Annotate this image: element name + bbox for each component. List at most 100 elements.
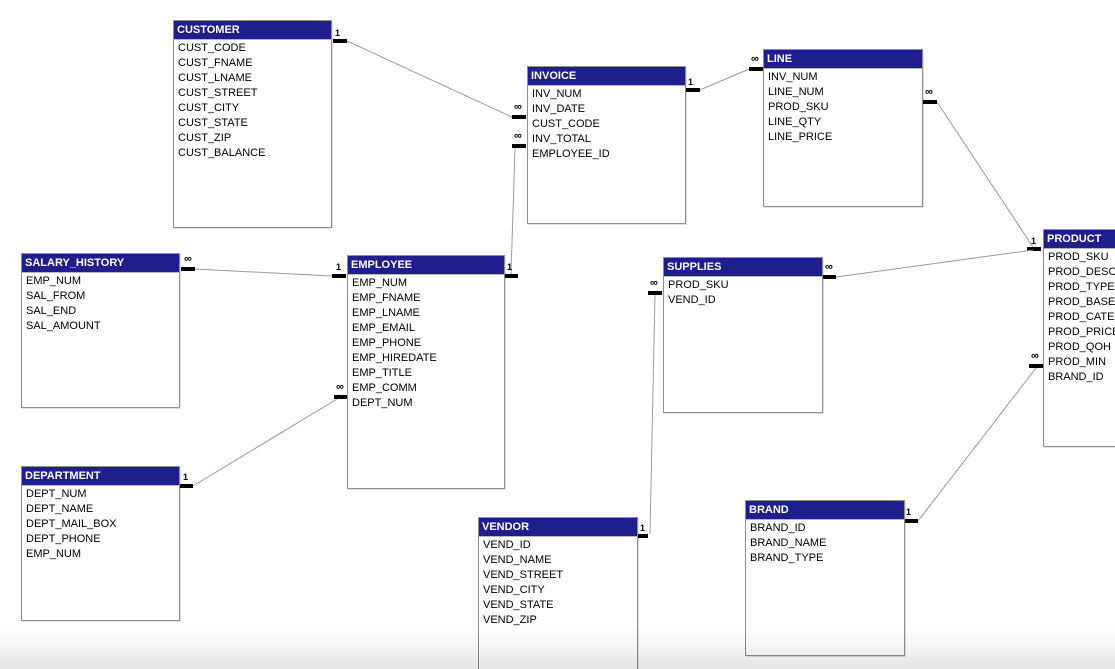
cardinality-tick (1029, 364, 1043, 368)
table-department-header[interactable]: DEPARTMENT (22, 467, 179, 486)
table-field[interactable]: INV_TOTAL (532, 133, 591, 145)
table-field[interactable]: PROD_CATEGORY (1048, 311, 1115, 323)
table-product-fields: PROD_SKU PROD_DESCRIPT PROD_TYPE PROD_BASE P… (1044, 249, 1115, 385)
table-field[interactable]: PROD_MIN (1048, 356, 1107, 368)
table-invoice[interactable]: INVOICE INV_NUM INV_DATE CUST_CODE INV_TOTA… (527, 66, 686, 224)
relationship-line-line-product[interactable] (936, 101, 1034, 248)
table-invoice-fields: INV_NUM INV_DATE CUST_CODE INV_TOTAL EMPLOYE… (528, 86, 685, 162)
table-field[interactable]: BRAND_TYPE (750, 552, 824, 564)
table-field[interactable]: PROD_TYPE (1048, 281, 1115, 293)
table-field[interactable]: SAL_FROM (26, 290, 86, 302)
cardinality-label: ∞ (925, 86, 933, 98)
cardinality-tick (904, 519, 918, 523)
table-field[interactable]: DEPT_MAIL_BOX (26, 518, 117, 530)
table-field[interactable]: PROD_DESCRIPT (1048, 266, 1115, 278)
table-field[interactable]: INV_NUM (768, 71, 818, 83)
table-field[interactable]: CUST_CODE (178, 42, 246, 54)
table-field[interactable]: CUST_ZIP (178, 132, 232, 144)
table-field[interactable]: CUST_STATE (178, 117, 248, 129)
table-field[interactable]: SAL_AMOUNT (26, 320, 101, 332)
table-field[interactable]: PROD_SKU (768, 101, 829, 113)
table-field[interactable]: DEPT_NAME (26, 503, 94, 515)
table-field[interactable]: LINE_NUM (768, 86, 824, 98)
table-brand-header[interactable]: BRAND (746, 501, 904, 520)
table-field[interactable]: LINE_QTY (768, 116, 822, 128)
table-product[interactable]: PRODUCT PROD_SKUPROD_DESCRIPTPROD_TYPEPR… (1043, 229, 1115, 447)
relationship-line-invoice-line[interactable] (699, 68, 750, 91)
table-field[interactable]: VEND_STREET (483, 569, 564, 581)
table-line-header[interactable]: LINE (764, 50, 922, 69)
table-field[interactable]: PROD_SKU (668, 279, 729, 291)
relationship-line-customer-invoice[interactable] (346, 40, 513, 118)
table-field[interactable]: PROD_PRICE (1048, 326, 1115, 338)
table-field[interactable]: VEND_STATE (483, 599, 554, 611)
cardinality-label: ∞ (184, 253, 192, 265)
table-product-header[interactable]: PRODUCT (1044, 230, 1115, 249)
cardinality-label: 1 (336, 262, 342, 272)
table-salary-history-header[interactable]: SALARY_HISTORY (22, 254, 179, 273)
table-field[interactable]: EMP_EMAIL (352, 322, 415, 334)
table-field[interactable]: VEND_CITY (483, 584, 545, 596)
table-field[interactable]: EMP_LNAME (352, 307, 420, 319)
table-field[interactable]: CUST_CODE (532, 118, 600, 130)
relationship-line-supplies-product[interactable] (835, 249, 1034, 278)
table-vendor-header[interactable]: VENDOR (479, 518, 637, 537)
table-field[interactable]: EMP_PHONE (352, 337, 422, 349)
table-invoice-header[interactable]: INVOICE (528, 67, 685, 86)
table-field[interactable]: EMP_NUM (352, 277, 408, 289)
table-field[interactable]: EMP_FNAME (352, 292, 421, 304)
relationship-line-department-employee[interactable] (192, 398, 338, 487)
table-field[interactable]: VEND_ZIP (483, 614, 537, 626)
table-field[interactable]: EMP_HIREDATE (352, 352, 437, 364)
table-vendor[interactable]: VENDOR VEND_ID VEND_NAME VEND_STREET VEND_C… (478, 517, 638, 669)
table-field[interactable]: PROD_SKU (1048, 251, 1109, 263)
table-field[interactable]: VEND_ID (668, 294, 716, 306)
table-field[interactable]: CUST_STREET (178, 87, 258, 99)
table-field[interactable]: PROD_QOH (1048, 341, 1111, 353)
table-supplies[interactable]: SUPPLIES PROD_SKU VEND_ID (663, 257, 823, 413)
cardinality-tick (648, 291, 662, 295)
table-field[interactable]: DEPT_NUM (26, 488, 87, 500)
table-field[interactable]: VEND_NAME (483, 554, 552, 566)
cardinality-label: ∞ (514, 101, 522, 113)
table-field[interactable]: CUST_BALANCE (178, 147, 266, 159)
table-field[interactable]: VEND_ID (483, 539, 531, 551)
table-field[interactable]: SAL_END (26, 305, 77, 317)
table-field[interactable]: CUST_LNAME (178, 72, 252, 84)
table-department[interactable]: DEPARTMENT DEPT_NUM DEPT_NAME DEPT_MAIL_BO… (21, 466, 180, 621)
table-brand[interactable]: BRAND BRAND_ID BRAND_NAME BRAND_TYPE (745, 500, 905, 656)
table-field[interactable]: PROD_BASE (1048, 296, 1115, 308)
table-employee-header[interactable]: EMPLOYEE (348, 256, 504, 275)
table-field[interactable]: EMP_NUM (26, 548, 82, 560)
table-supplies-header[interactable]: SUPPLIES (664, 258, 822, 277)
cardinality-label: ∞ (1031, 350, 1039, 362)
table-field[interactable]: CUST_FNAME (178, 57, 253, 69)
relationship-line-salaryhistory-employee[interactable] (194, 268, 333, 277)
table-customer-header[interactable]: CUSTOMER (174, 21, 331, 40)
table-field[interactable]: BRAND_ID (750, 522, 806, 534)
table-salary-history[interactable]: SALARY_HISTORY EMP_NUM SAL_FROM SAL_END SAL… (21, 253, 180, 408)
cardinality-label: ∞ (514, 130, 522, 142)
table-field[interactable]: LINE_PRICE (768, 131, 833, 143)
table-field[interactable]: EMP_TITLE (352, 367, 412, 379)
table-field[interactable]: CUST_CITY (178, 102, 240, 114)
relationship-line-brand-product[interactable] (917, 367, 1037, 522)
table-field[interactable]: DEPT_NUM (352, 397, 413, 409)
table-field[interactable]: EMP_NUM (26, 275, 82, 287)
table-customer[interactable]: CUSTOMER CUST_CODE CUST_FNAME CUST_LNAME CU… (173, 20, 332, 228)
table-field[interactable]: EMP_COMM (352, 382, 417, 394)
table-department-fields: DEPT_NUM DEPT_NAME DEPT_MAIL_BOX DEPT_PHONE… (22, 486, 179, 562)
table-field[interactable]: INV_NUM (532, 88, 582, 100)
cardinality-tick (512, 115, 526, 119)
table-field[interactable]: BRAND_NAME (750, 537, 827, 549)
relationship-line-vendor-supplies[interactable] (649, 294, 656, 535)
table-field[interactable]: INV_DATE (532, 103, 585, 115)
cardinality-label: ∞ (751, 53, 759, 65)
table-field[interactable]: BRAND_ID (1048, 371, 1104, 383)
table-employee-fields: EMP_NUM EMP_FNAME EMP_LNAME EMP_EMAIL EMP_PH… (348, 275, 504, 411)
table-field[interactable]: EMPLOYEE_ID (532, 148, 610, 160)
table-line[interactable]: LINE INV_NUM LINE_NUM PROD_SKU LINE_QTY LINE… (763, 49, 923, 207)
table-field[interactable]: DEPT_PHONE (26, 533, 101, 545)
table-employee[interactable]: EMPLOYEE EMP_NUM EMP_FNAME EMP_LNAME EMP_EM… (347, 255, 505, 489)
relationship-line-employee-invoice[interactable] (510, 147, 516, 275)
